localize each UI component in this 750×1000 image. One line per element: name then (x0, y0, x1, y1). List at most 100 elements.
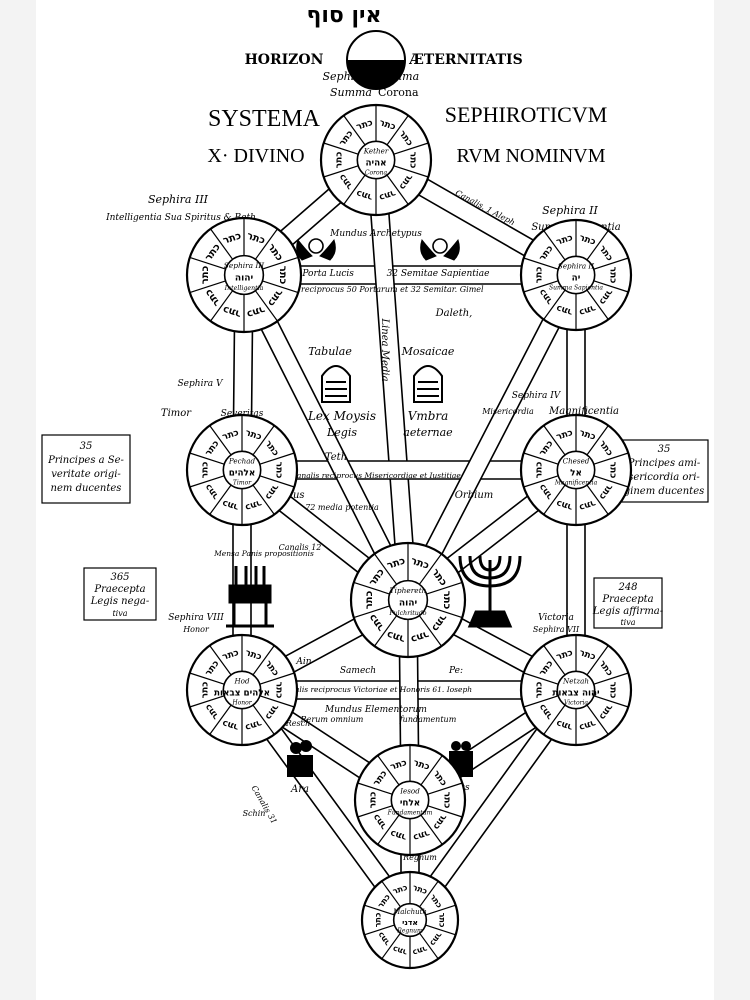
sephira-wedge-divider (189, 672, 225, 685)
label-teth: Teth (325, 452, 347, 463)
sephira-wedge-divider (425, 904, 456, 916)
sephira-wedge-glyph: כתר (391, 944, 408, 957)
sephira-wedge-divider (420, 814, 443, 845)
sephira-divine-name: יהוה (399, 599, 418, 609)
label-victoria: Victoria (538, 613, 574, 623)
sephira-wedge-glyph: כתר (535, 682, 545, 699)
sephira-wedge-divider (209, 645, 232, 676)
sephira-wedge-glyph: כתר (578, 717, 597, 732)
sephira-wedge-glyph: כתר (441, 591, 452, 610)
label-misericordia: Misericordia (481, 407, 534, 416)
box-right-top (619, 439, 709, 503)
box-right-mid-line2: Praecepta (601, 594, 653, 605)
sephira-name: Sephira II (558, 261, 594, 270)
sephira-wedge-divider (254, 228, 278, 260)
label-resch: Resch (285, 719, 311, 728)
sephira-wedge-divider (252, 645, 275, 676)
sephira-5: כתרכתרכתרכתרכתרכתרכתרכתרכתרכתרChesedאלMa… (519, 413, 633, 527)
sephira-subtitle: Magnificentia (554, 479, 598, 486)
sephira-subtitle: Intelligentia (224, 285, 264, 292)
summa-corona-right: Corona (378, 86, 419, 99)
side-boxes: 35 Principes a Se- veritate origi- nem d… (41, 434, 709, 629)
sephira-wedge-divider (386, 174, 409, 205)
sephira-wedge-divider (418, 553, 442, 585)
sephira-name: Chesed (563, 456, 590, 465)
sephira-wedge-glyph: כתר (244, 717, 263, 732)
label-mundus-elem-1: Mundus Elementorum (324, 705, 427, 715)
sephiroth-layer: כתרכתרכתרכתרכתרכתרכתרכתרכתרכתרKetherאהיה… (185, 103, 633, 970)
label-lex-moysis: Lex Moysis (307, 409, 376, 423)
sephira-wedge-glyph: כתר (578, 302, 597, 317)
sephira-wedge-glyph: כתר (578, 428, 597, 443)
sephira-wedge-glyph: כתר (335, 152, 345, 169)
sephira-wedge-glyph: כתר (555, 233, 574, 248)
label-timor: Timor (161, 408, 192, 419)
sephira-wedge-glyph: כתר (364, 590, 375, 609)
sephira-wedge-glyph: כתר (607, 267, 617, 284)
sephira-inner-ring (356, 140, 396, 180)
sephira-wedge-divider (393, 165, 429, 178)
sephira-wedge-glyph: כתר (555, 497, 574, 512)
sephira-wedge-glyph: כתר (411, 944, 428, 957)
sephira-divine-name: אדני (402, 918, 418, 927)
sephira-wedge-divider (353, 581, 390, 595)
sephira-wedge-glyph: כתר (221, 717, 240, 732)
sephira-wedge-divider (259, 475, 295, 488)
label-sephira3: Sephira III (148, 193, 209, 206)
sephira-wedge-divider (419, 932, 439, 960)
sephira-name: Pechad (228, 456, 256, 465)
sephira-wedge-divider (252, 484, 275, 515)
box-left-top-line1: 35 (80, 441, 93, 452)
sephira-wedge-divider (586, 704, 609, 735)
label-mosaicae: Mosaicae (401, 345, 455, 358)
sephira-wedge-divider (523, 452, 559, 465)
sephira-wedge-divider (210, 228, 234, 260)
sephira-wedge-divider (209, 704, 232, 735)
sephira-wedge-glyph: כתר (378, 118, 397, 133)
sephira-wedge-divider (586, 484, 609, 515)
sephira-wedge-divider (357, 805, 393, 818)
sephira-wedge-divider (543, 425, 566, 456)
sephira-name: Tiphereth (390, 586, 427, 595)
sephira-name: Hod (233, 676, 250, 685)
sephira-wedge-divider (543, 704, 566, 735)
sephira-subtitle: Pulchritudo (388, 610, 426, 617)
sephira-subtitle: Victoria (564, 699, 588, 706)
sephira-wedge-glyph: כתר (277, 266, 288, 285)
title-sephiroticum: SEPHIROTICVM (445, 102, 608, 127)
sephira-wedge-glyph: כתר (411, 883, 428, 896)
sephira-wedge-divider (426, 581, 463, 595)
sephira-wedge-divider (427, 782, 463, 795)
sephira-name: Iesod (399, 786, 420, 795)
sephira-wedge-divider (209, 425, 232, 456)
sephira-divine-name: אלהים (229, 469, 256, 479)
sephira-wedge-divider (209, 484, 232, 515)
sephira-wedge-glyph: כתר (221, 428, 240, 443)
title-systema: SYSTEMA (208, 106, 321, 132)
sephira-4: כתרכתרכתרכתרכתרכתרכתרכתרכתרכתרPechadאלהי… (185, 413, 299, 527)
sephira-wedge-glyph: כתר (221, 648, 240, 663)
sephira-wedge-glyph: כתר (355, 187, 374, 202)
sephira-wedge-divider (523, 475, 559, 488)
sephira-wedge-glyph: כתר (578, 497, 597, 512)
horizon-right-label: ÆTERNITATIS (408, 52, 522, 68)
sephira-wedge-divider (381, 880, 401, 908)
sephira-wedge-divider (593, 475, 629, 488)
sephira-wedge-divider (593, 695, 629, 708)
sephira-wedge-divider (377, 755, 400, 786)
sephira-wedge-divider (364, 924, 395, 936)
tablets-of-law-icon (321, 365, 443, 403)
label-canalis31: Canalis 31 (250, 784, 279, 826)
sephira-wedge-divider (259, 672, 295, 685)
label-fundamentum: fundamentum (399, 715, 457, 724)
sephira-wedge-divider (189, 280, 226, 294)
sephira-wedge-glyph: כתר (273, 682, 283, 699)
sephira-8: כתרכתרכתרכתרכתרכתרכתרכתרכתרכתרNetzahיהוה… (519, 633, 633, 747)
sephira-wedge-divider (586, 645, 609, 676)
label-media-potentia: 72 media potentia (305, 503, 379, 512)
label-schin: Schin (243, 809, 266, 818)
sephira-wedge-glyph: כתר (535, 267, 545, 284)
label-magnificentia: Magnificentia (548, 406, 619, 417)
